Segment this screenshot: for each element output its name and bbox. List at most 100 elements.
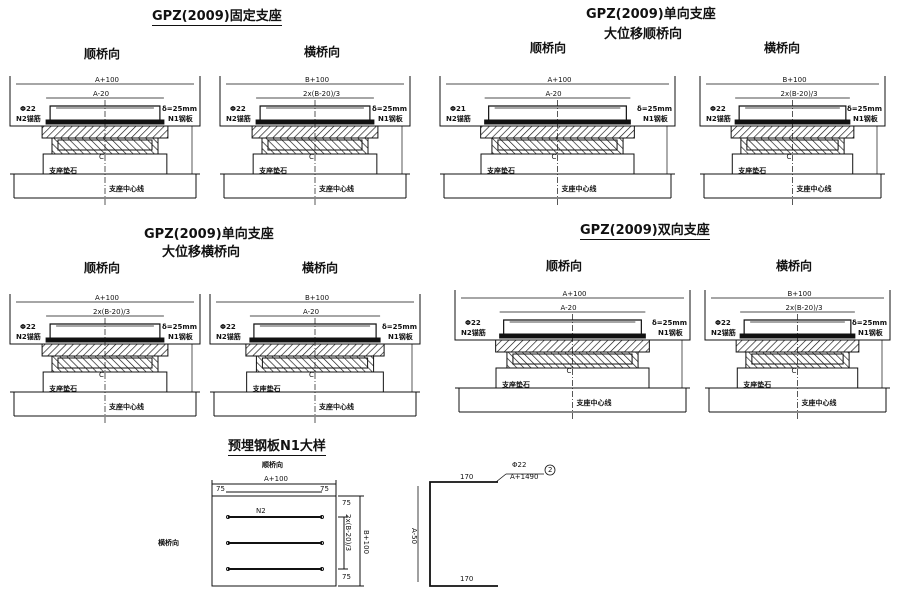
plate-thickness-label: δ=25mm: [652, 319, 688, 327]
rebar-label: N2锚筋: [706, 115, 731, 123]
bearing-section-view: [699, 76, 886, 206]
bearing-section-view: [9, 294, 201, 424]
dim-label: B+100: [305, 294, 330, 302]
dim-label: A+100: [95, 294, 120, 302]
centerline-label: 支座中心线: [576, 399, 612, 407]
rebar-label: N2锚筋: [16, 115, 41, 123]
bearing-section-view: [704, 290, 891, 420]
dim-label: A+100: [562, 290, 587, 298]
dim-label: 2x(B-20)/3: [780, 90, 818, 98]
plate-label: N1钢板: [853, 115, 878, 123]
plate-label: N1钢板: [658, 329, 683, 337]
rebar-label: N2锚筋: [216, 333, 241, 341]
centerline-label: 支座中心线: [319, 403, 354, 411]
plate-label: N1钢板: [643, 115, 668, 123]
anchor-label: Φ21: [450, 105, 466, 113]
dim-label: A+100: [95, 76, 120, 84]
pad-stone-label: 支座垫石: [252, 385, 281, 393]
dim-label: 2x(B-20)/3: [93, 308, 131, 316]
hook-length-label: 170: [460, 473, 474, 481]
subtitle-large-disp-transverse: 大位移横桥向: [162, 245, 241, 260]
dim-label: A-20: [303, 308, 320, 316]
rebar-label: N2锚筋: [226, 115, 251, 123]
rebar-label: N2锚筋: [461, 329, 486, 337]
pad-stone-label: 支座垫石: [49, 385, 78, 393]
view-heading: 横桥向: [776, 259, 813, 273]
dim-label: A-20: [93, 90, 110, 98]
anchor-label: Φ22: [20, 105, 36, 113]
dim-label: C: [551, 153, 557, 161]
pad-stone-label: 支座垫石: [743, 381, 772, 389]
title-n1-plate-detail: 预埋钢板N1大样: [228, 439, 326, 456]
anchor-label: Φ22: [20, 323, 36, 331]
bearing-section-view: [9, 76, 201, 206]
plate-label: N1钢板: [168, 115, 193, 123]
vertical-dim-label: A-50: [410, 528, 418, 545]
bearing-section-view: [209, 294, 421, 424]
dim-label: A+100: [264, 475, 289, 483]
centerline-label: 支座中心线: [109, 185, 144, 193]
view-heading: 横桥向: [304, 45, 341, 59]
n2-bar-detail: [417, 464, 556, 587]
dim-label: C: [99, 371, 104, 379]
centerline-label: 支座中心线: [319, 185, 354, 193]
plate-thickness-label: δ=25mm: [372, 105, 408, 113]
pad-stone-label: 支座垫石: [49, 167, 78, 175]
plate-label: N1钢板: [168, 333, 193, 341]
title-unidirectional-longitudinal: GPZ(2009)单向支座: [586, 7, 716, 22]
hook-length-label: 170: [460, 575, 474, 583]
plate-thickness-label: δ=25mm: [162, 323, 198, 331]
bearing-section-view: [219, 76, 411, 206]
pad-stone-label: 支座垫石: [738, 167, 767, 175]
bar-length-label: A+1490: [510, 473, 539, 481]
plate-label: N1钢板: [388, 333, 413, 341]
centerline-label: 支座中心线: [109, 403, 144, 411]
view-heading: 横桥向: [302, 261, 339, 275]
pad-stone-label: 支座垫石: [259, 167, 288, 175]
centerline-label: 支座中心线: [801, 399, 837, 407]
detail-side-direction-label: 横桥向: [158, 539, 179, 547]
title-fixed-bearing: GPZ(2009)固定支座: [152, 9, 282, 26]
dim-label: B+100: [305, 76, 330, 84]
anchor-label: Φ22: [230, 105, 246, 113]
dim-label: C: [786, 153, 792, 161]
plate-thickness-label: δ=25mm: [382, 323, 418, 331]
plate-thickness-label: δ=25mm: [162, 105, 198, 113]
title-unidirectional-transverse: GPZ(2009)单向支座: [144, 227, 274, 242]
plate-label: N1钢板: [378, 115, 403, 123]
subtitle-large-disp-longitudinal: 大位移顺桥向: [604, 27, 683, 42]
dim-label: B+100: [782, 76, 807, 84]
dim-label: C: [791, 367, 797, 375]
anchor-label: Φ22: [710, 105, 726, 113]
title-bidirectional-bearing: GPZ(2009)双向支座: [580, 223, 710, 240]
plate-label: N1钢板: [858, 329, 883, 337]
pad-stone-label: 支座垫石: [502, 381, 530, 389]
rebar-label: N2锚筋: [446, 115, 471, 123]
plate-thickness-label: δ=25mm: [847, 105, 883, 113]
detail-direction-label: 顺桥向: [262, 461, 283, 469]
anchor-label: Φ22: [220, 323, 236, 331]
dim-label: C: [99, 153, 104, 161]
plate-thickness-label: δ=25mm: [852, 319, 888, 327]
view-heading: 顺桥向: [84, 47, 121, 61]
dim-label: B+100: [362, 530, 370, 555]
dim-label: A+100: [547, 76, 572, 84]
dim-label: B+100: [787, 290, 812, 298]
dim-label: A-20: [545, 90, 562, 98]
dim-label: 75: [342, 499, 351, 507]
dim-label: 75: [342, 573, 351, 581]
pad-stone-label: 支座垫石: [487, 167, 515, 175]
dim-label: C: [309, 371, 314, 379]
dim-label: C: [309, 153, 314, 161]
centerline-label: 支座中心线: [561, 185, 597, 193]
bar-size-label: Φ22: [512, 461, 527, 469]
view-heading: 顺桥向: [84, 261, 121, 275]
dim-label: A-20: [560, 304, 577, 312]
dim-label: 2x(B-20)/3: [785, 304, 823, 312]
view-heading: 顺桥向: [546, 259, 583, 273]
dim-label: 2x(B-20)/3: [344, 514, 352, 552]
view-heading: 顺桥向: [530, 41, 567, 55]
bearing-section-view: [454, 290, 691, 420]
